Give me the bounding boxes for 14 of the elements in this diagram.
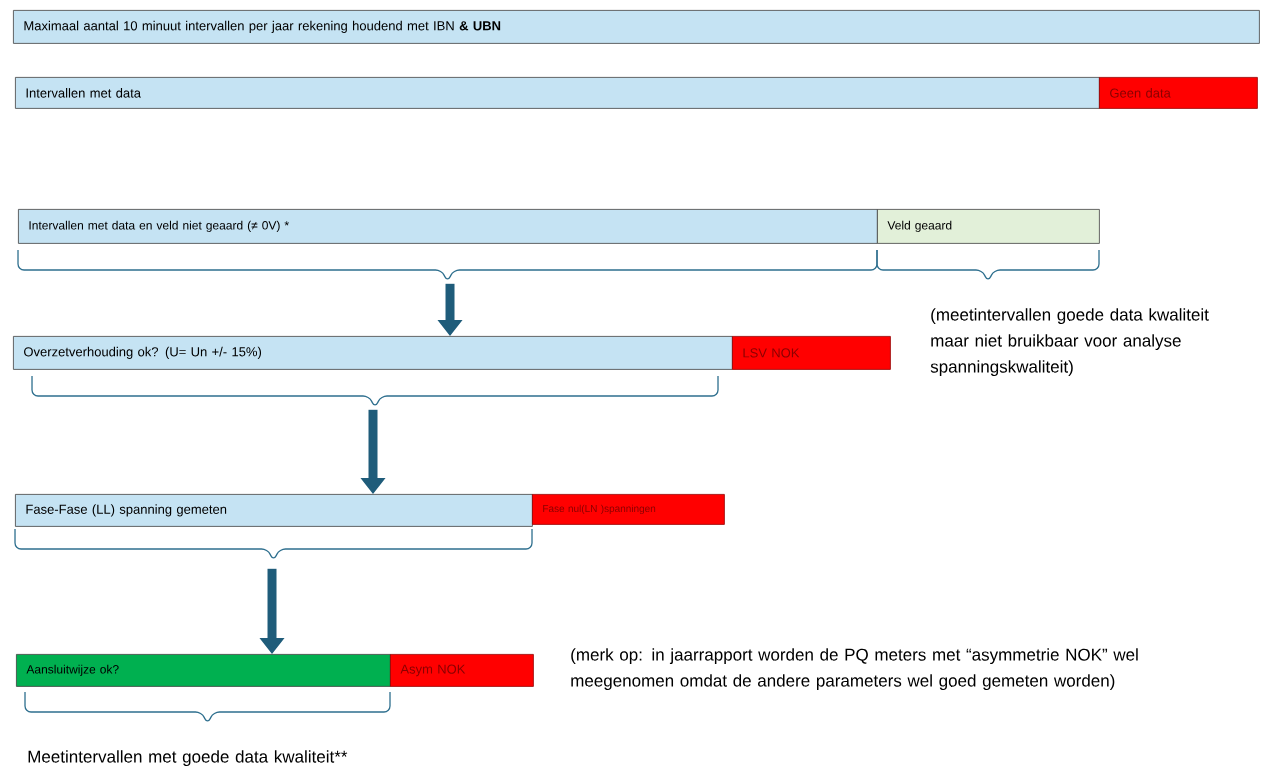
bar: Intervallen met data xyxy=(15,77,1100,109)
bar: Fase-Fase (LL) spanning gemeten xyxy=(15,494,533,527)
bar: Asym NOK xyxy=(390,654,534,687)
bar: LSV NOK xyxy=(732,336,891,370)
note-text: (meetintervallen goede data kwaliteit maar niet bruikbaar voor analyse spanningskwaliteit) xyxy=(930,308,1209,377)
bar: Fase nul(LN )spanningen xyxy=(532,494,725,525)
note-text: (merk op: in jaarrapport worden de PQ meters met “asymmetrie NOK” wel meegenomen omdat de andere parameters wel goed gemeten worden) xyxy=(571,648,1138,691)
bar: Geen data xyxy=(1099,77,1258,109)
bar: Intervallen met data en veld niet geaard (≠ 0V) * xyxy=(18,209,878,244)
bar: Veld geaard xyxy=(877,209,1100,244)
bar: Aansluitwijze ok? xyxy=(16,654,391,687)
bar: Maximaal aantal 10 minuut intervallen per jaar rekening houdend met IBN & UBN xyxy=(13,10,1260,44)
bar: Overzetverhouding ok? (U= Un +/- 15%) xyxy=(13,336,733,370)
note-text: Meetintervallen met goede data kwaliteit** xyxy=(28,750,348,767)
